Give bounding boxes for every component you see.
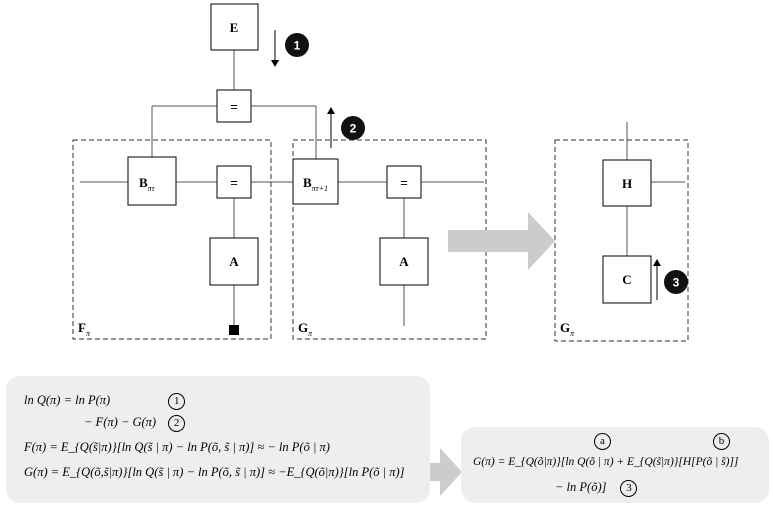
svg-text:Bπτ+1: Bπτ+1 <box>303 175 328 193</box>
node-e: E <box>210 3 259 51</box>
equation-line: G(π) = E_{Q(õ,s̃|π)}[ln Q(s̃ | π) − ln P… <box>24 465 405 479</box>
wires <box>80 50 685 326</box>
svg-text:C: C <box>622 272 631 287</box>
flow-arrow-icon <box>448 212 555 270</box>
svg-text:E: E <box>230 20 239 35</box>
svg-text:2: 2 <box>350 122 357 136</box>
region-label-g-middle: Gπ <box>298 320 313 338</box>
region-f-pi <box>72 139 272 340</box>
equation-line: − ln P(õ)]3 <box>555 480 638 497</box>
node-h: H <box>602 159 652 207</box>
step-badge-3: 3 <box>664 270 688 294</box>
arrow-up-icon <box>653 259 661 300</box>
step-mark-3: 3 <box>620 480 638 497</box>
observation-square <box>229 325 239 335</box>
step-badge-1: 1 <box>285 33 309 57</box>
equation-line: ln Q(π) = ln P(π)1 <box>24 393 186 410</box>
node-equality-right: = <box>386 165 422 199</box>
equation-panel-right: a b G(π) = E_{Q(õ|π)}[ln Q(õ | π) + E_{Q… <box>461 427 769 503</box>
svg-text:=: = <box>400 175 408 190</box>
region-label-g-right: Gπ <box>560 320 575 338</box>
node-b-pi-tau-plus-1: Bπτ+1 <box>292 158 339 205</box>
step-badge-2: 2 <box>341 116 365 140</box>
node-a-right: A <box>379 237 429 286</box>
arrow-up-icon <box>327 107 335 148</box>
svg-text:H: H <box>622 176 632 191</box>
svg-text:=: = <box>230 175 238 190</box>
equation-panel-left: ln Q(π) = ln P(π)1 − F(π) − G(π)2 F(π) =… <box>6 376 430 503</box>
node-a-left: A <box>209 237 259 286</box>
equation-line: F(π) = E_{Q(s̃|π)}[ln Q(s̃ | π) − ln P(õ… <box>24 440 330 454</box>
region-label-f: Fπ <box>78 320 91 338</box>
node-b-pi-tau: Bπτ <box>127 156 177 206</box>
equation-line: G(π) = E_{Q(õ|π)}[ln Q(õ | π) + E_{Q(s̃|… <box>473 456 739 468</box>
svg-text:Bπτ: Bπτ <box>139 175 156 193</box>
flow-arrow-icon <box>418 448 462 496</box>
equation-line: − F(π) − G(π)2 <box>84 415 186 432</box>
step-mark-1: 1 <box>168 393 186 410</box>
svg-text:A: A <box>229 254 239 269</box>
svg-text:1: 1 <box>294 39 301 53</box>
svg-text:3: 3 <box>673 276 680 290</box>
arrow-down-icon <box>271 30 279 67</box>
svg-text:A: A <box>399 254 409 269</box>
node-equality-left: = <box>216 165 252 199</box>
step-mark-2: 2 <box>168 415 186 432</box>
node-c: C <box>602 255 652 304</box>
svg-text:=: = <box>230 99 238 114</box>
region-g-pi-right <box>554 139 689 342</box>
node-equality-top: = <box>216 89 252 123</box>
step-mark-b: b <box>713 433 730 450</box>
step-mark-a: a <box>594 433 611 450</box>
